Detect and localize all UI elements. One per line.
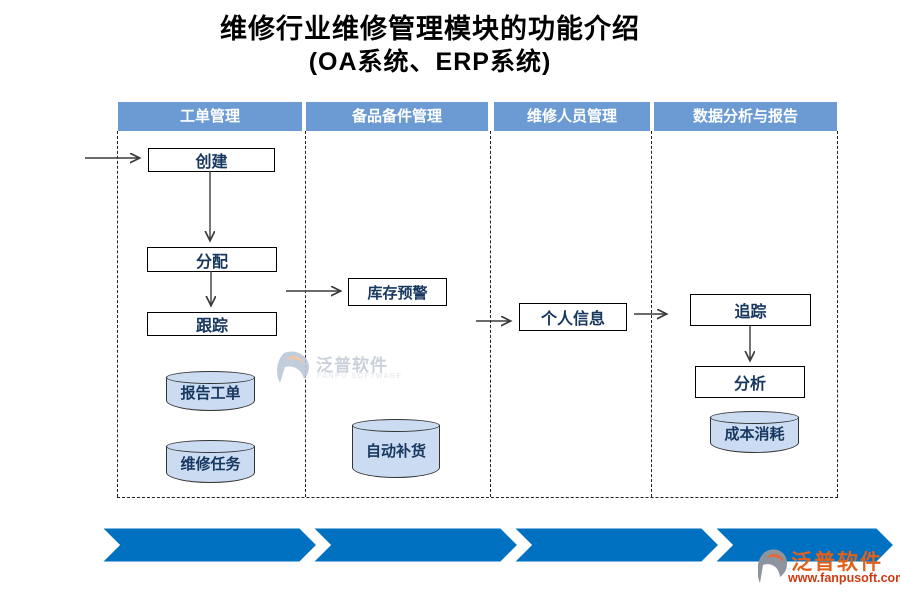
- chevron-2: [307, 525, 522, 565]
- lane-divider-1: [305, 131, 306, 497]
- lane-header-work-order: 工单管理: [118, 102, 302, 131]
- lane-header-analytics: 数据分析与报告: [654, 102, 837, 131]
- lane-border-left: [117, 131, 118, 497]
- cylinder-cost-consumption: 成本消耗: [710, 411, 799, 453]
- page-title-line1: 维修行业维修管理模块的功能介绍: [220, 14, 640, 44]
- lane-divider-2: [490, 131, 491, 497]
- lane-header-spare-parts: 备品备件管理: [306, 102, 488, 131]
- node-analyze: 分析: [695, 366, 805, 398]
- node-trace: 追踪: [690, 294, 811, 326]
- lane-divider-3: [651, 131, 652, 497]
- cylinder-report-order-label: 报告工单: [180, 385, 241, 403]
- logo-url-text: www.fanpusoft.com: [788, 571, 900, 585]
- cylinder-auto-replenish: 自动补货: [352, 419, 440, 478]
- node-track: 跟踪: [147, 312, 277, 336]
- fanpu-logo-corner: 泛普软件 www.fanpusoft.com: [758, 544, 900, 592]
- node-inventory-warning: 库存预警: [348, 278, 447, 306]
- node-assign: 分配: [147, 247, 277, 272]
- page-title-line2: (OA系统、ERP系统): [308, 48, 552, 76]
- lane-header-personnel: 维修人员管理: [494, 102, 650, 131]
- watermark-caption-text: FANPU SOFTWARE: [317, 373, 403, 380]
- watermark-brand-text: 泛普软件: [316, 356, 388, 375]
- cylinder-repair-task: 维修任务: [166, 440, 255, 483]
- fanpu-logo-icon-watermark: [277, 351, 309, 383]
- cylinder-report-order: 报告工单: [166, 371, 255, 411]
- cylinder-cost-consumption-label: 成本消耗: [724, 426, 785, 444]
- node-personal-info: 个人信息: [519, 303, 627, 331]
- cylinder-auto-replenish-label: 自动补货: [365, 442, 426, 460]
- page-title: 维修行业维修管理模块的功能介绍 (OA系统、ERP系统): [0, 12, 860, 78]
- cylinder-repair-task-label: 维修任务: [180, 455, 241, 473]
- chevron-1: [96, 525, 321, 565]
- lane-border-right: [837, 131, 838, 497]
- fanpu-logo-icon: [758, 549, 788, 583]
- chevron-3: [508, 525, 723, 565]
- node-create: 创建: [148, 148, 275, 172]
- lane-border-bottom: [117, 497, 838, 498]
- logo-brand-text: 泛普软件: [791, 551, 883, 574]
- watermark-center: 泛普软件 FANPU SOFTWARE: [276, 350, 406, 390]
